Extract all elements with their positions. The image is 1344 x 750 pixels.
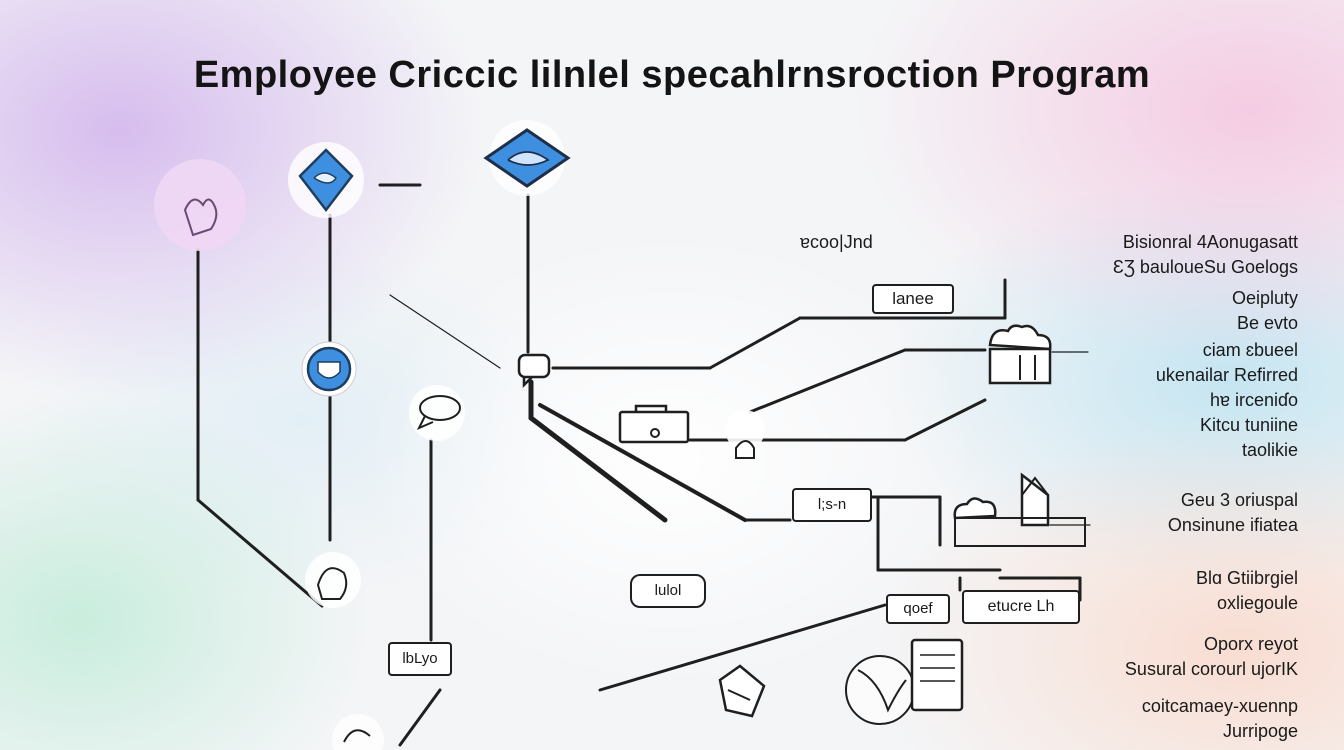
group-line: ciam ɛbueel [1202, 340, 1298, 360]
person-icon[interactable] [305, 552, 361, 608]
bottom-hand-icon[interactable] [332, 714, 384, 750]
small-top-label: ɐcoo|Jnd [800, 232, 873, 252]
label-group-3: ciam ɛbueel ukenailar Refirred hɐ irceni… [1156, 338, 1298, 463]
group-line: oxliegoule [1216, 593, 1298, 613]
box-t-s-n[interactable]: l;s-n [792, 488, 872, 522]
connector-line [538, 403, 747, 522]
box-lulol[interactable]: lulol [630, 574, 706, 608]
group-line: Oporx reyot [1203, 634, 1298, 654]
box-bl-yo[interactable]: lbLyo [388, 642, 452, 676]
connector-line [196, 498, 324, 608]
label-group-2: Oeipluty Be evto [1232, 286, 1298, 336]
group-line: taolikie [1241, 440, 1298, 460]
label-group-7: coitcamaey-xuennp Jurripoge [1142, 694, 1298, 744]
group-line: hɐ irceniɗo [1209, 390, 1298, 410]
chat-bubble-icon[interactable] [517, 353, 551, 389]
page-title: Employee Criccic lilnlel specahlrnsrocti… [193, 54, 1151, 96]
building-icon[interactable] [988, 324, 1052, 385]
globe-icon[interactable] [845, 638, 964, 725]
document-icon[interactable] [618, 404, 690, 444]
group-line: Blɑ Gtiibrgiel [1195, 568, 1298, 588]
briefcase-icon[interactable] [483, 120, 571, 196]
label-group-4: Geu 3 oriuspal Onsinune ifiatea [1168, 488, 1298, 538]
group-line: Geu 3 oriuspal [1180, 490, 1298, 510]
basket-icon[interactable] [718, 664, 766, 718]
group-line: Jurripoge [1222, 721, 1298, 741]
group-line: ƐƷ bauloueSu Goelogs [1113, 257, 1298, 277]
hand-node[interactable] [154, 159, 246, 251]
group-line: Susural corourl ujorIK [1124, 659, 1298, 679]
shield-icon[interactable] [301, 341, 357, 397]
connector-line [389, 294, 501, 369]
group-line: Be evto [1236, 313, 1298, 333]
box-q-oet[interactable]: qoef [886, 594, 950, 624]
chat-icon[interactable] [409, 385, 465, 441]
connector-line [903, 398, 987, 442]
group-line: Onsinune ifiatea [1167, 515, 1298, 535]
connector-line [708, 316, 802, 370]
group-line: Kitcu tuniine [1199, 415, 1298, 435]
house-icon[interactable] [1020, 472, 1050, 527]
group-line: Oeipluty [1231, 288, 1298, 308]
handshake-icon[interactable] [288, 142, 364, 218]
label-group-1: Bisionral 4Aonugasatt ƐƷ bauloueSu Goelo… [1113, 230, 1298, 280]
connector-line [748, 348, 907, 414]
group-line: ukenailar Refirred [1155, 365, 1298, 385]
box-lanee[interactable]: lanee [872, 284, 954, 314]
box-etucre[interactable]: etucre Lh [962, 590, 1080, 624]
group-line: coitcamaey-xuennp [1141, 696, 1298, 716]
connector-line [528, 415, 668, 523]
connector-line [598, 603, 887, 692]
label-group-5: Blɑ Gtiibrgiel oxliegoule [1196, 566, 1298, 616]
connector-line [398, 688, 442, 747]
group-line: Bisionral 4Aonugasatt [1122, 232, 1298, 252]
label-group-6: Oporx reyot Susural corourl ujorIK [1125, 632, 1298, 682]
cloud-icon[interactable] [953, 497, 1086, 547]
lamp-icon[interactable] [725, 410, 765, 459]
